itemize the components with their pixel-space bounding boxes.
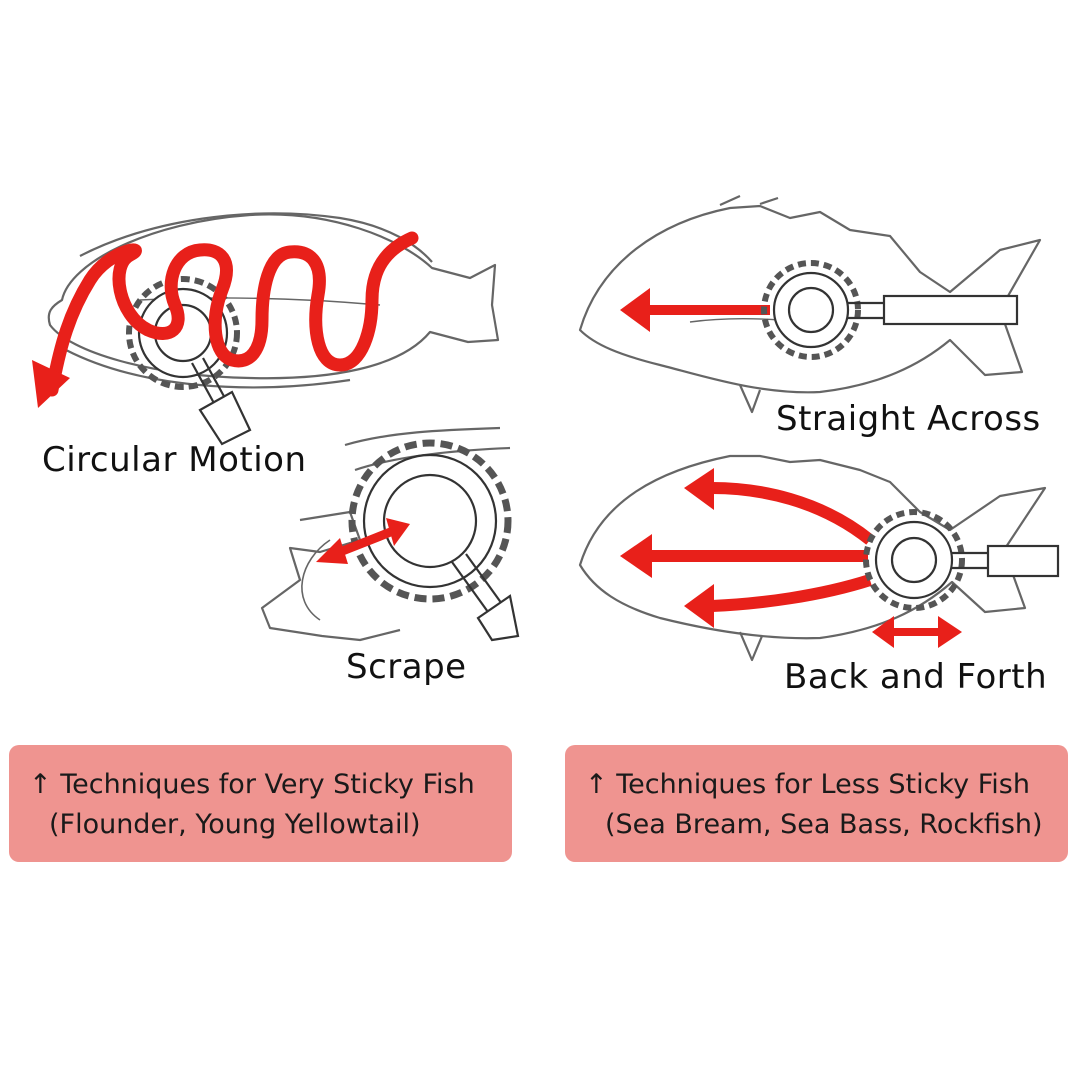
- less-sticky-panel-line2: (Sea Bream, Sea Bass, Rockfish): [585, 805, 1068, 845]
- back-and-forth-label: Back and Forth: [784, 657, 1047, 697]
- gear-scaler-icon-top: [764, 263, 1017, 357]
- straight-across-label: Straight Across: [776, 399, 1041, 439]
- back-and-forth-small-arrow: [872, 616, 962, 648]
- scrape-label: Scrape: [346, 647, 467, 687]
- flounder-fish-outline: [49, 213, 498, 387]
- very-sticky-fish-panel: ↑ Techniques for Very Sticky Fish (Floun…: [9, 745, 512, 862]
- less-sticky-panel-line1: ↑ Techniques for Less Sticky Fish: [585, 769, 1030, 800]
- back-and-forth-fan-arrows: [650, 488, 870, 606]
- straight-across-arrow: [620, 288, 770, 332]
- circular-motion-label: Circular Motion: [42, 440, 307, 480]
- less-sticky-fish-panel: ↑ Techniques for Less Sticky Fish (Sea B…: [565, 745, 1068, 862]
- very-sticky-panel-line2: (Flounder, Young Yellowtail): [29, 805, 512, 845]
- very-sticky-panel-line1: ↑ Techniques for Very Sticky Fish: [29, 769, 475, 800]
- gear-scaler-icon-bottom: [866, 512, 1058, 608]
